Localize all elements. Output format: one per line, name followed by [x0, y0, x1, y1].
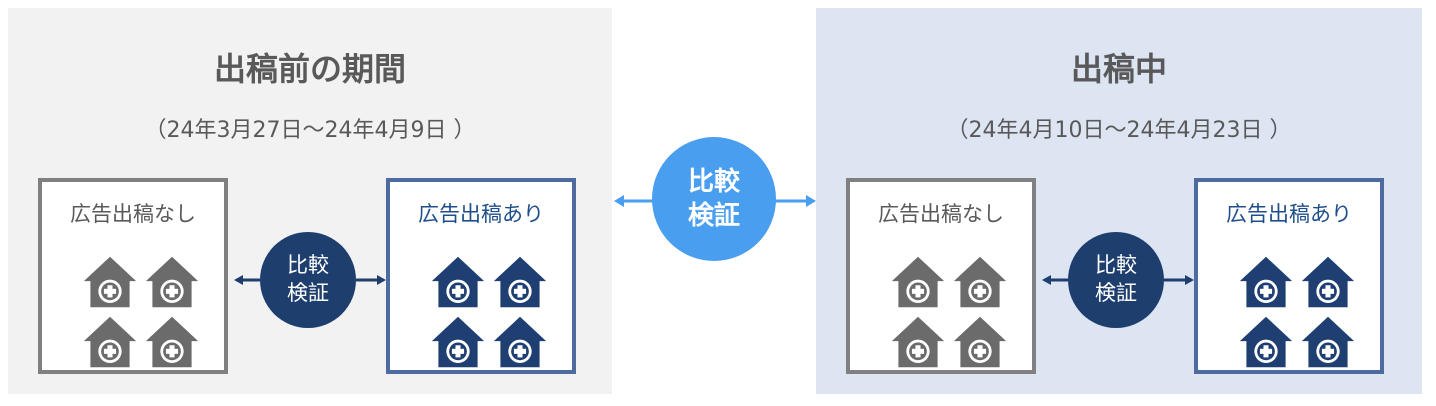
no-ad-box: 広告出稿なし — [846, 178, 1036, 374]
period-range: （24年3月27日〜24年4月9日 ） — [144, 118, 476, 143]
compare-text: 比較 — [1095, 253, 1137, 278]
verify-text: 検証 — [687, 201, 740, 231]
panel-during-ads: 出稿中 （24年4月10日〜24年4月23日 ） 広告出稿なし 広告出稿あり 比… — [816, 8, 1422, 394]
ad-box: 広告出稿あり — [386, 178, 576, 374]
panel-title: 出稿前の期間 — [213, 50, 406, 88]
no-ad-label: 広告出稿なし — [70, 202, 196, 226]
ad-box: 広告出稿あり — [1194, 178, 1384, 374]
period-range: （24年4月10日〜24年4月23日 ） — [946, 118, 1292, 143]
verify-text: 検証 — [287, 281, 329, 305]
center-compare-circle: 比較 検証 — [652, 137, 776, 261]
ad-label: 広告出稿あり — [1226, 202, 1352, 226]
right-arrow-head — [1185, 275, 1194, 285]
panel-title: 出稿中 — [1070, 50, 1167, 88]
center-right-arrow-head — [806, 195, 816, 207]
compare-circle: 比較 検証 — [260, 232, 356, 328]
left-arrow-head — [1042, 275, 1051, 285]
compare-text: 比較 — [287, 253, 329, 278]
left-arrow-head — [234, 275, 243, 285]
no-ad-label: 広告出稿なし — [878, 202, 1004, 226]
compare-circle: 比較 検証 — [1068, 232, 1164, 328]
panel-before-ads: 出稿前の期間 （24年3月27日〜24年4月9日 ） 広告出稿なし 広告出稿あり… — [8, 8, 612, 394]
verify-text: 検証 — [1095, 281, 1137, 305]
compare-text: 比較 — [687, 166, 740, 197]
center-left-arrow-head — [614, 195, 624, 207]
right-arrow-head — [377, 275, 386, 285]
ad-label: 広告出稿あり — [418, 202, 544, 226]
no-ad-box: 広告出稿なし — [38, 178, 228, 374]
